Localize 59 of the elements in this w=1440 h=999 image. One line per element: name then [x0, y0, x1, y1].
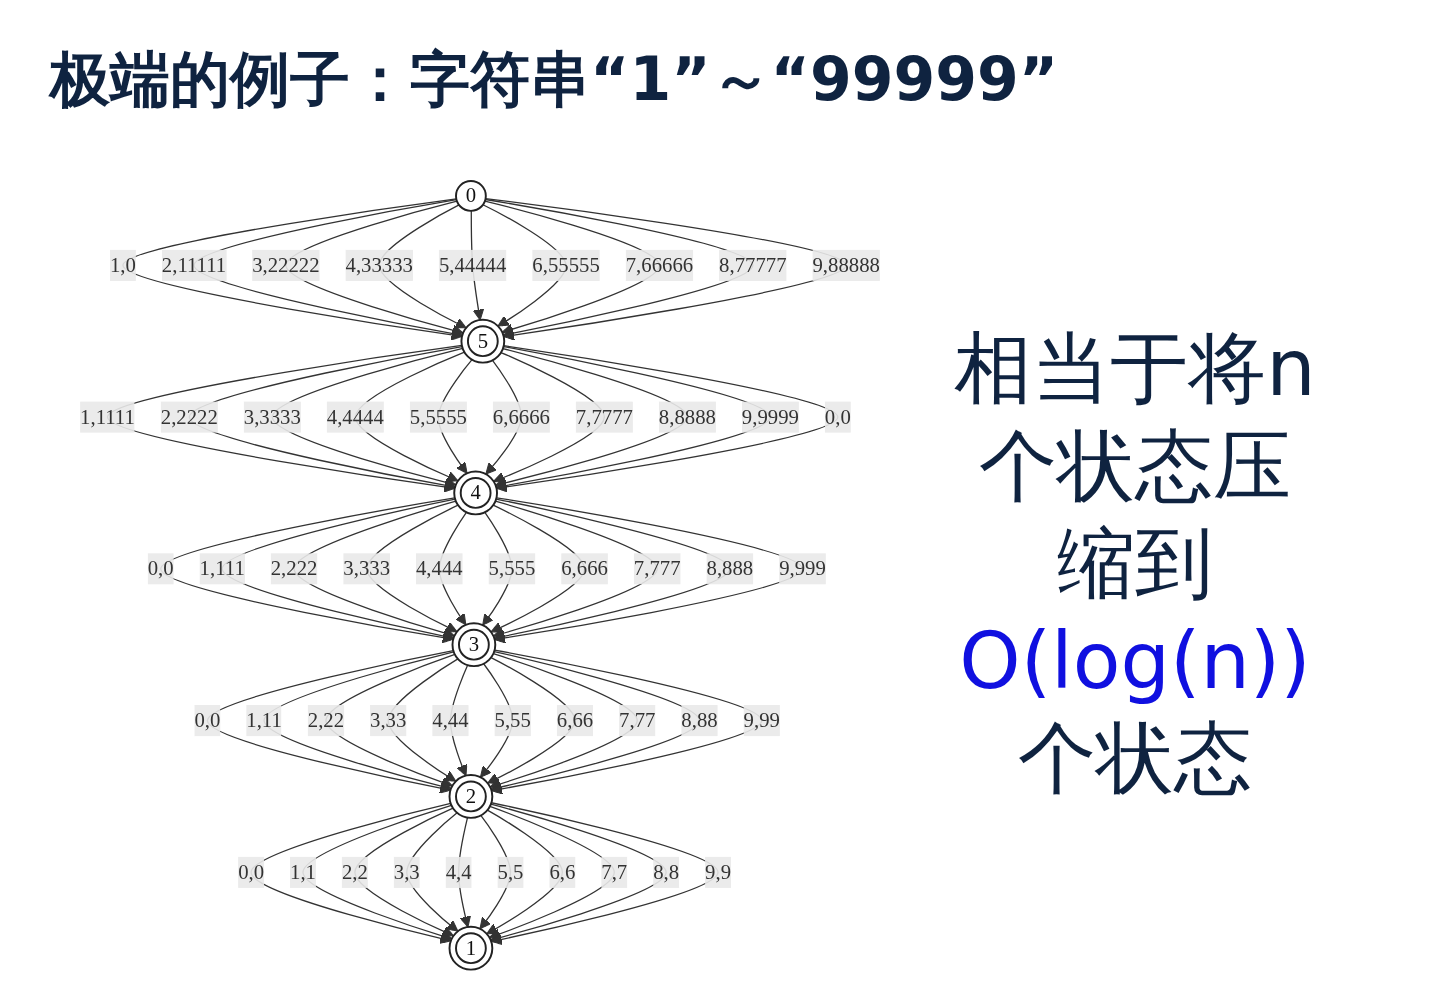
edge-label: 7,7777: [575, 405, 633, 428]
edge-label: 6,6: [549, 860, 576, 883]
edge-label: 4,4444: [326, 405, 384, 428]
edge-label: 8,888: [706, 557, 754, 580]
edge-label: 4,444: [415, 557, 463, 580]
edge-label: 7,7: [601, 860, 628, 883]
slide-title: 极端的例子：字符串“1”～“99999”: [50, 43, 1059, 116]
edge-label: 5,555: [488, 557, 536, 580]
edge-label: 2,222: [270, 557, 318, 580]
edge-label: 0,0: [824, 405, 851, 428]
edge-label: 1,1111: [80, 405, 135, 428]
edge-label: 9,9999: [741, 405, 799, 428]
edge-label: 0,0: [194, 708, 221, 731]
edge-label: 9,99: [743, 708, 780, 731]
edge-label: 8,8888: [658, 405, 716, 428]
edge-label: 9,999: [779, 557, 826, 580]
edge-label: 2,22: [307, 708, 345, 731]
node-circle: 4: [453, 470, 498, 516]
note-text: O(log(n)): [959, 614, 1311, 708]
edge-label: 5,5555: [409, 405, 467, 428]
node-circle: 1: [448, 925, 494, 971]
edge-label: 5,44444: [438, 253, 507, 276]
edge-label: 8,77777: [719, 253, 787, 276]
node-circle: 2: [448, 774, 494, 819]
edge-label: 3,3: [393, 860, 420, 883]
edge-label: 3,22222: [252, 253, 320, 276]
edge-label: 7,777: [633, 557, 681, 580]
edge-label: 2,2: [341, 860, 368, 883]
edge-label: 6,666: [561, 557, 608, 580]
edge-label: 9,9: [705, 860, 731, 883]
edge-label: 2,2222: [160, 405, 218, 428]
node-circle: 3: [451, 622, 497, 668]
edge-label: 1,0: [109, 253, 136, 276]
edge-label: 5,55: [494, 708, 531, 731]
edge-label: 4,4: [445, 860, 472, 883]
edge-label: 6,6666: [492, 405, 550, 428]
edge-label: 9,88888: [812, 253, 880, 276]
edge-label: 7,77: [619, 708, 656, 731]
edge-label: 7,66666: [625, 253, 694, 276]
edge-label: 1,11: [246, 708, 282, 731]
edge-label: 6,55555: [532, 253, 600, 276]
edge-label: 1,1: [290, 860, 316, 883]
edge-label: 2,11111: [161, 253, 227, 276]
node-circle: 0: [455, 180, 487, 212]
edge-label: 6,66: [556, 708, 594, 731]
edge-label: 0,0: [238, 860, 265, 883]
edge-label: 4,44: [432, 708, 469, 731]
edge-label: 3,333: [343, 557, 391, 580]
edge-label: 3,3333: [243, 405, 301, 428]
edge-label: 4,33333: [345, 253, 413, 276]
note-text: 相当于将n个状态压缩到: [953, 322, 1317, 610]
edge-label: 8,88: [681, 708, 718, 731]
edge-label: 3,33: [370, 708, 407, 731]
edge-label: 0,0: [147, 557, 174, 580]
edge-label: 1,111: [199, 557, 245, 580]
node-circle: 5: [460, 318, 506, 364]
note-text: 个状态: [1018, 712, 1252, 805]
edge-label: 8,8: [653, 860, 680, 883]
edge-label: 5,5: [497, 860, 524, 883]
